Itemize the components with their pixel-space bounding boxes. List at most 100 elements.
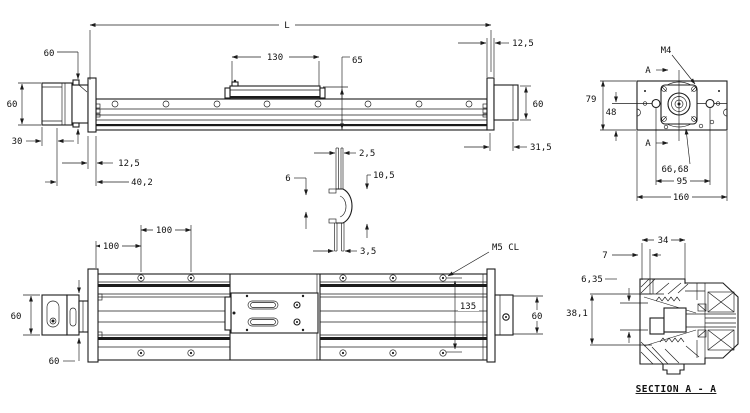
- dim-overhang-402: 40,2: [45, 178, 153, 188]
- dim-label-125-left: 12,5: [118, 159, 140, 169]
- plan-rail-grooves: [96, 274, 487, 360]
- side-rail-holes: [111, 100, 473, 108]
- end-view: A A M4 66,68 95 160: [586, 46, 728, 203]
- section-bearing-top: [707, 291, 735, 313]
- section-bearing-bottom: [707, 329, 735, 351]
- side-view: L 130 65 60 60: [7, 20, 552, 188]
- dim-label-65: 65: [352, 56, 363, 66]
- side-end-block-right: [493, 84, 519, 121]
- dim-95: 95: [655, 108, 711, 187]
- side-end-plate-left: [87, 77, 97, 133]
- section-internals: [640, 278, 736, 365]
- dim-motor-30: 30: [12, 127, 74, 186]
- dim-label-35: 3,5: [360, 247, 376, 257]
- dim-label-6668: 66,68: [661, 165, 688, 175]
- section-view: 34 7 6,35 38,1 SECTION A - A: [566, 235, 739, 395]
- dim-height-65: 65: [323, 56, 363, 130]
- section-mark-top: A: [645, 66, 669, 76]
- dim-label-6: 6: [285, 174, 290, 184]
- dim-motor-offset-60: 60: [49, 280, 81, 367]
- dim-plate-right-125: 12,5: [458, 38, 534, 77]
- dim-label-315: 31,5: [530, 143, 552, 153]
- dim-label-flange-60: 60: [44, 49, 55, 59]
- dim-label-length: L: [284, 21, 289, 31]
- dim-label-7: 7: [602, 251, 607, 261]
- dim-strip-25: 2,5: [314, 149, 375, 159]
- dim-label-105: 10,5: [373, 171, 395, 181]
- dim-label-125-right: 12,5: [512, 39, 534, 49]
- plan-end-block-right: [494, 294, 514, 336]
- section-spring-top: [655, 296, 681, 302]
- plan-motor: [41, 294, 89, 336]
- dim-label-34: 34: [658, 236, 669, 246]
- dim-label-160: 160: [673, 193, 689, 203]
- dim-label-48: 48: [606, 108, 617, 118]
- dim-34: 34: [641, 235, 686, 284]
- dim-label-381: 38,1: [566, 309, 588, 319]
- dim-label-402: 40,2: [131, 178, 153, 188]
- detail-view: 2,5 6 10,5 3,5: [285, 147, 395, 257]
- dim-79: 79: [586, 80, 636, 131]
- callout-label-m4: M4: [661, 46, 672, 56]
- dim-flange-60: 60: [44, 49, 80, 144]
- end-flange-holes: [661, 86, 697, 122]
- dim-label-79: 79: [586, 95, 597, 105]
- plan-joint-tab: [97, 331, 103, 339]
- dim-label-130: 130: [267, 53, 283, 63]
- dim-label-plan-60-bottom: 60: [49, 357, 60, 367]
- dim-clip-105: 10,5: [365, 171, 395, 238]
- side-rail: [95, 98, 488, 131]
- dim-160: 160: [636, 131, 728, 203]
- dim-635: 6,35: [581, 275, 648, 343]
- section-hatching: [640, 278, 700, 365]
- callout-label-m5: M5 CL: [492, 243, 519, 253]
- dim-label-635: 6,35: [581, 275, 603, 285]
- dim-strip-35: 3,5: [313, 247, 376, 257]
- detail-strip: [334, 147, 345, 252]
- dim-label-motor-60: 60: [7, 100, 18, 110]
- dim-block-315: 31,5: [464, 122, 552, 153]
- dim-48: 48: [606, 92, 618, 141]
- dim-label-plan-60-right: 60: [532, 312, 543, 322]
- section-label-a-bottom: A: [645, 139, 651, 149]
- detail-clip: [328, 188, 353, 224]
- dim-carriage-130: 130: [231, 52, 320, 86]
- dim-100-first: 100: [95, 225, 142, 272]
- dim-label-30: 30: [12, 137, 23, 147]
- section-title: SECTION A - A: [636, 384, 717, 395]
- dim-label-100a: 100: [103, 242, 119, 252]
- dim-block-60-right: 60: [520, 85, 543, 121]
- dim-motor-60: 60: [7, 82, 41, 126]
- dim-length-L: L: [89, 20, 492, 80]
- dim-gap-6: 6: [285, 174, 308, 229]
- dim-motor-width-60: 60: [11, 294, 40, 336]
- dim-label-100b: 100: [156, 226, 172, 236]
- plan-joint-tab: [97, 293, 103, 301]
- plan-end-plate-left: [87, 268, 99, 363]
- end-mounting-holes: [636, 90, 728, 130]
- section-spring-bottom: [659, 337, 685, 343]
- plan-rail-holes: [137, 274, 447, 357]
- dim-135: 135: [446, 277, 479, 353]
- section-mark-bottom: A: [645, 139, 669, 149]
- plan-carriage: [224, 274, 321, 360]
- dim-label-plan-60-left: 60: [11, 312, 22, 322]
- dim-block-60-plan: 60: [513, 295, 546, 335]
- side-end-plate-right: [486, 77, 495, 131]
- section-t-slot-tab: [662, 364, 685, 375]
- dim-381: 38,1: [566, 293, 652, 346]
- plan-end-plate-right: [486, 268, 496, 363]
- dim-label-135: 135: [460, 302, 476, 312]
- dim-label-95: 95: [677, 177, 688, 187]
- callout-m4: M4: [661, 46, 696, 85]
- section-nut: [663, 307, 687, 333]
- dim-label-25: 2,5: [359, 149, 375, 159]
- dim-100-second: 100: [140, 225, 192, 272]
- dim-bolt-circle-6668: 66,68: [661, 128, 691, 175]
- dim-plate-left-125: 12,5: [62, 136, 140, 186]
- side-motor: [41, 79, 89, 128]
- section-label-a-top: A: [645, 66, 651, 76]
- plan-view: 100 100 60 60 M5 CL 13: [11, 225, 546, 367]
